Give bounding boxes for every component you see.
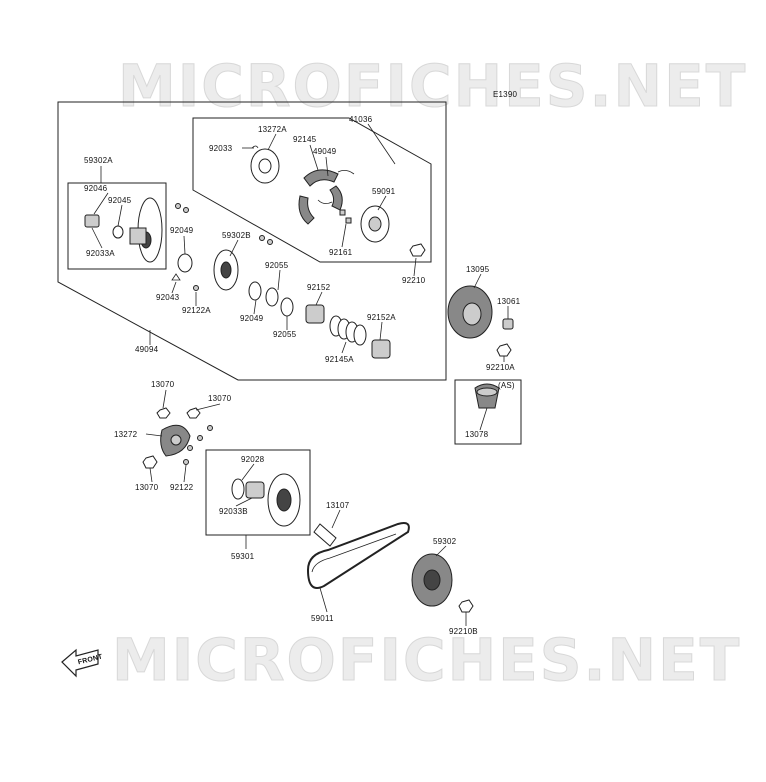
label-59011: 59011 [311,614,334,623]
label-92033A: 92033A [86,249,115,258]
clutch-housing-13095 [447,285,493,339]
label-13272A: 13272A [258,125,287,134]
plate-13272A [250,148,280,184]
label-13095: 13095 [466,265,490,274]
label-as: (AS) [498,381,515,390]
nut-13070-b [186,407,201,419]
watermark-top: MICROFICHES.NET [118,52,747,120]
assembly-frame-13078 [454,379,522,445]
assembly-frame-49094 [57,101,447,381]
label-59302: 59302 [433,537,457,546]
oring-92049-a [177,253,193,273]
label-92046: 92046 [84,184,108,193]
label-92043: 92043 [156,293,180,302]
label-92122A: 92122A [182,306,211,315]
label-59301: 59301 [231,552,255,561]
nut-13070-a [156,407,171,419]
front-arrow-icon: FRONT [61,648,104,678]
oring-92055-b [280,297,294,317]
belt-59011 [306,522,410,589]
pins-92122 [183,425,213,465]
bearing-92045 [112,225,124,239]
label-92033B: 92033B [219,507,248,516]
clutch-shoes-49049 [298,169,355,225]
label-49094: 49094 [135,345,159,354]
label-92152: 92152 [307,283,331,292]
diagram-code: E1390 [493,90,517,99]
assembly-frame-41036 [192,117,432,263]
label-13070-c: 13070 [135,483,159,492]
pins-92122A [175,203,273,291]
sheave-59301 [267,473,301,527]
sheave-59302 [411,553,453,607]
label-13061: 13061 [497,297,521,306]
label-92145A: 92145A [325,355,354,364]
drive-plate-59091 [360,205,390,243]
label-92210B: 92210B [449,627,478,636]
label-92049-b: 92049 [240,314,264,323]
label-92055-b: 92055 [273,330,297,339]
leader-lines [91,123,509,626]
label-13070-b: 13070 [208,394,232,403]
label-92045: 92045 [108,196,132,205]
pin-92043 [171,273,181,281]
bushing-92046 [84,214,100,228]
label-41036: 41036 [349,115,373,124]
label-92122: 92122 [170,483,194,492]
watermark-bottom: MICROFICHES.NET [112,626,741,694]
collar-92152 [305,304,325,324]
bushing-92028 [231,478,245,500]
collar-13107 [313,523,337,547]
spring-92145A [329,315,367,346]
assembly-frame-59302A [67,182,167,270]
plate-13272 [160,424,191,457]
label-92028: 92028 [241,455,265,464]
collar-92152A [371,339,391,359]
label-92161: 92161 [329,248,353,257]
sheave-59302A [129,197,163,263]
label-92210: 92210 [402,276,426,285]
oring-92049-b [248,281,262,301]
nut-92210B [458,599,474,613]
circlip-92033 [251,145,259,149]
label-13272: 13272 [114,430,138,439]
label-92049-a: 92049 [170,226,194,235]
label-13078: 13078 [465,430,489,439]
collar-92033B [245,481,265,499]
nut-13070-c [142,455,158,469]
nut-92210A [496,343,512,357]
label-92033: 92033 [209,144,233,153]
label-59091: 59091 [372,187,396,196]
bearing-13061 [502,318,514,330]
assembly-frame-59301 [205,449,311,536]
oring-92055-a [265,287,279,307]
label-59302A: 59302A [84,156,113,165]
label-92145: 92145 [293,135,317,144]
label-59302B: 59302B [222,231,251,240]
damper-92161 [339,209,352,224]
label-13107: 13107 [326,501,350,510]
label-92055-a: 92055 [265,261,289,270]
label-92152A: 92152A [367,313,396,322]
movable-sheave-59302B [213,249,239,291]
label-49049: 49049 [313,147,337,156]
label-13070-a: 13070 [151,380,175,389]
label-92210A: 92210A [486,363,515,372]
nut-92210 [409,243,426,257]
bushing-13078 [474,383,500,409]
